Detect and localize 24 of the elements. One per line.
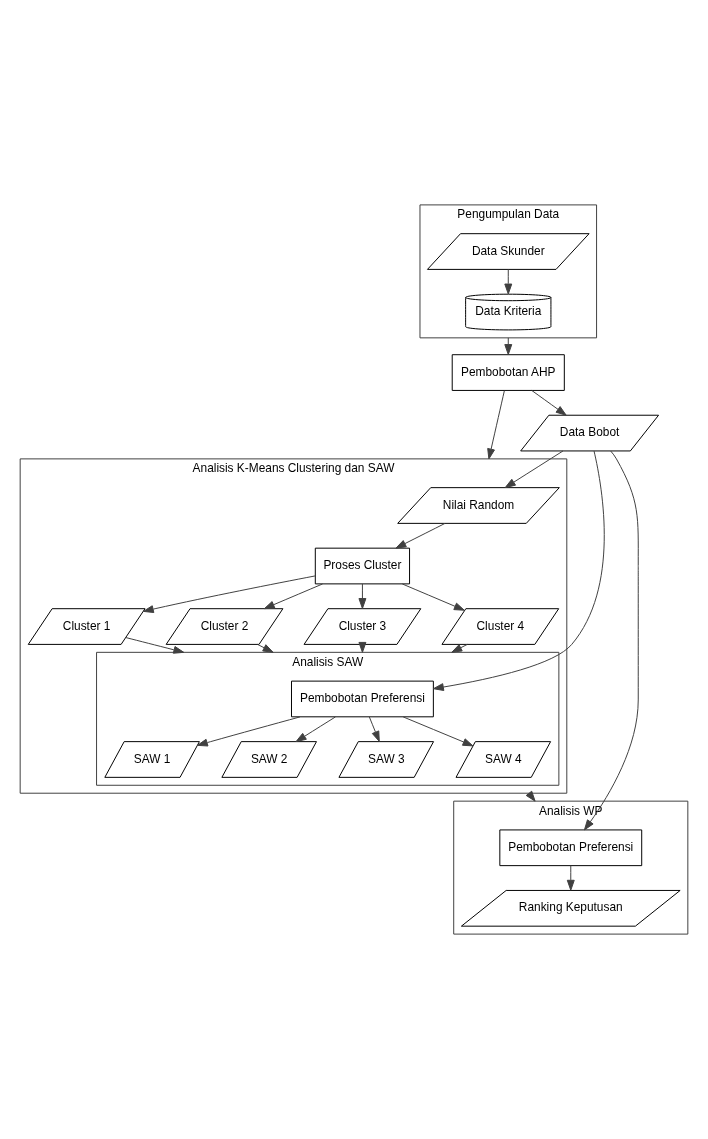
arrow [358,583,367,609]
arrow [263,583,324,610]
node-box: Proses Cluster [314,547,411,585]
arrow [395,522,446,549]
arrow [504,450,564,489]
arrow [432,450,605,691]
arrow [451,643,468,653]
arrow [504,268,513,295]
arrow [504,337,513,355]
arrow [531,390,567,416]
arrow [368,716,380,742]
arrow [142,575,316,614]
arrow [257,643,274,653]
arrow [583,450,639,831]
arrow [566,865,575,891]
node-box: Pembobotan Preferensi [499,829,643,867]
arrow [196,716,301,747]
arrow [487,390,505,460]
arrow [125,637,185,654]
arrow [295,716,336,743]
arrow [402,716,474,747]
node-box: Pembobotan Preferensi [291,680,434,718]
arrow [401,583,465,611]
node-box: Pembobotan AHP [451,354,565,391]
